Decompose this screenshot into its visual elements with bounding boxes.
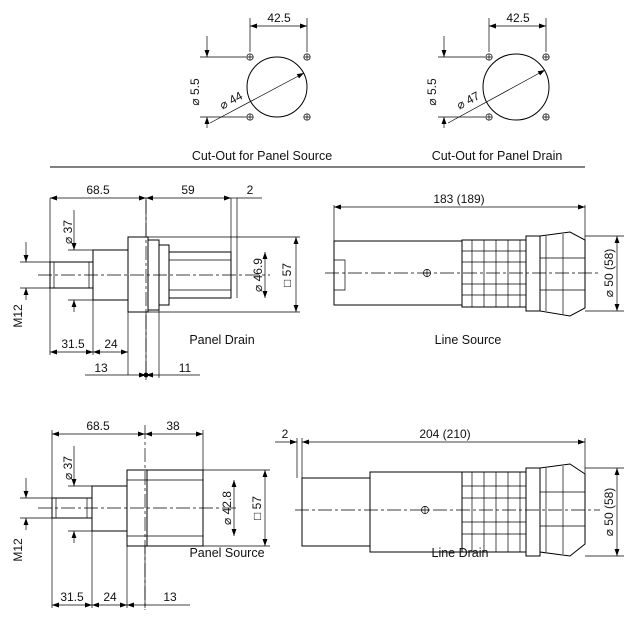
dim-cutout-source-spacing: 42.5 bbox=[267, 11, 291, 25]
dim-panel-source-body: 38 bbox=[166, 419, 180, 433]
dim-panel-source-len-b: 24 bbox=[103, 590, 117, 604]
dim-panel-drain-len-b: 24 bbox=[104, 337, 118, 351]
line-drain-view: 2 204 (210) ⌀ 50 (58) Line Drain bbox=[275, 427, 624, 560]
cutout-drain-bore bbox=[482, 53, 550, 121]
dim-panel-source-len-a: 31.5 bbox=[60, 590, 84, 604]
line-drain-gland bbox=[539, 463, 586, 557]
dim-panel-drain-square: □ 57 bbox=[280, 263, 294, 287]
dim-line-source-dia: ⌀ 50 (58) bbox=[602, 249, 616, 298]
cutout-panel-drain: 42.5 ⌀ 5.5 ⌀ 47 bbox=[425, 11, 550, 128]
flange-neck bbox=[91, 485, 128, 532]
line-source-grip bbox=[461, 239, 527, 308]
line-drain-grip bbox=[461, 471, 527, 553]
panel-drain-view: 68.5 59 2 ⌀ 37 M12 ⌀ 46.9 □ 57 31.5 24 1… bbox=[11, 183, 300, 380]
caption-panel-source: Panel Source bbox=[189, 546, 264, 560]
dim-panel-drain-len-c: 13 bbox=[94, 361, 108, 375]
line-drain-tube bbox=[301, 477, 371, 547]
dim-panel-drain-flange-dia: ⌀ 37 bbox=[61, 220, 75, 244]
dim-panel-drain-gap: 2 bbox=[247, 183, 254, 197]
dim-cutout-drain-bore: ⌀ 47 bbox=[454, 89, 482, 113]
dim-cutout-source-hole: ⌀ 5.5 bbox=[188, 78, 202, 106]
caption-line-source: Line Source bbox=[435, 333, 502, 347]
dim-panel-drain-body-dia: ⌀ 46.9 bbox=[251, 258, 265, 292]
dim-panel-drain-len-a: 31.5 bbox=[61, 337, 85, 351]
dim-line-drain-dia: ⌀ 50 (58) bbox=[602, 488, 616, 537]
dim-panel-drain-thread: M12 bbox=[11, 304, 25, 328]
panel-source-view: 68.5 38 ⌀ 37 M12 ⌀ 42.8 □ 57 31.5 24 13 … bbox=[11, 419, 270, 610]
dim-panel-source-body-dia: ⌀ 42.8 bbox=[220, 491, 234, 525]
cutout-source-bore bbox=[246, 56, 308, 118]
dim-panel-source-thread: M12 bbox=[11, 538, 25, 562]
caption-cutout-source: Cut-Out for Panel Source bbox=[192, 149, 332, 163]
caption-cutout-drain: Cut-Out for Panel Drain bbox=[432, 149, 563, 163]
dim-line-drain-gap: 2 bbox=[282, 427, 289, 441]
dim-cutout-drain-spacing: 42.5 bbox=[506, 11, 530, 25]
line-source-view: 183 (189) ⌀ 50 (58) Line Source bbox=[325, 192, 624, 347]
line-source-gland bbox=[539, 231, 586, 317]
dim-panel-drain-body: 59 bbox=[181, 183, 195, 197]
dim-panel-source-square: □ 57 bbox=[250, 496, 264, 520]
mounting-flange bbox=[127, 236, 149, 313]
mounting-hole bbox=[485, 53, 550, 121]
dim-line-source-length: 183 (189) bbox=[433, 192, 484, 206]
caption-panel-drain: Panel Drain bbox=[189, 333, 254, 347]
dim-panel-source-len-c: 13 bbox=[163, 590, 177, 604]
dim-panel-source-overall: 68.5 bbox=[86, 419, 110, 433]
mounting-hole bbox=[246, 53, 311, 121]
dim-panel-source-flange-dia: ⌀ 37 bbox=[61, 456, 75, 480]
dim-cutout-source-bore: ⌀ 44 bbox=[217, 89, 245, 113]
dim-cutout-drain-hole: ⌀ 5.5 bbox=[425, 78, 439, 106]
dim-line-drain-length: 204 (210) bbox=[419, 427, 470, 441]
cutout-panel-source: 42.5 ⌀ 5.5 ⌀ 44 bbox=[188, 11, 311, 128]
caption-line-drain: Line Drain bbox=[432, 546, 489, 560]
dim-panel-drain-overall: 68.5 bbox=[86, 183, 110, 197]
dim-panel-drain-len-d: 11 bbox=[179, 361, 192, 375]
